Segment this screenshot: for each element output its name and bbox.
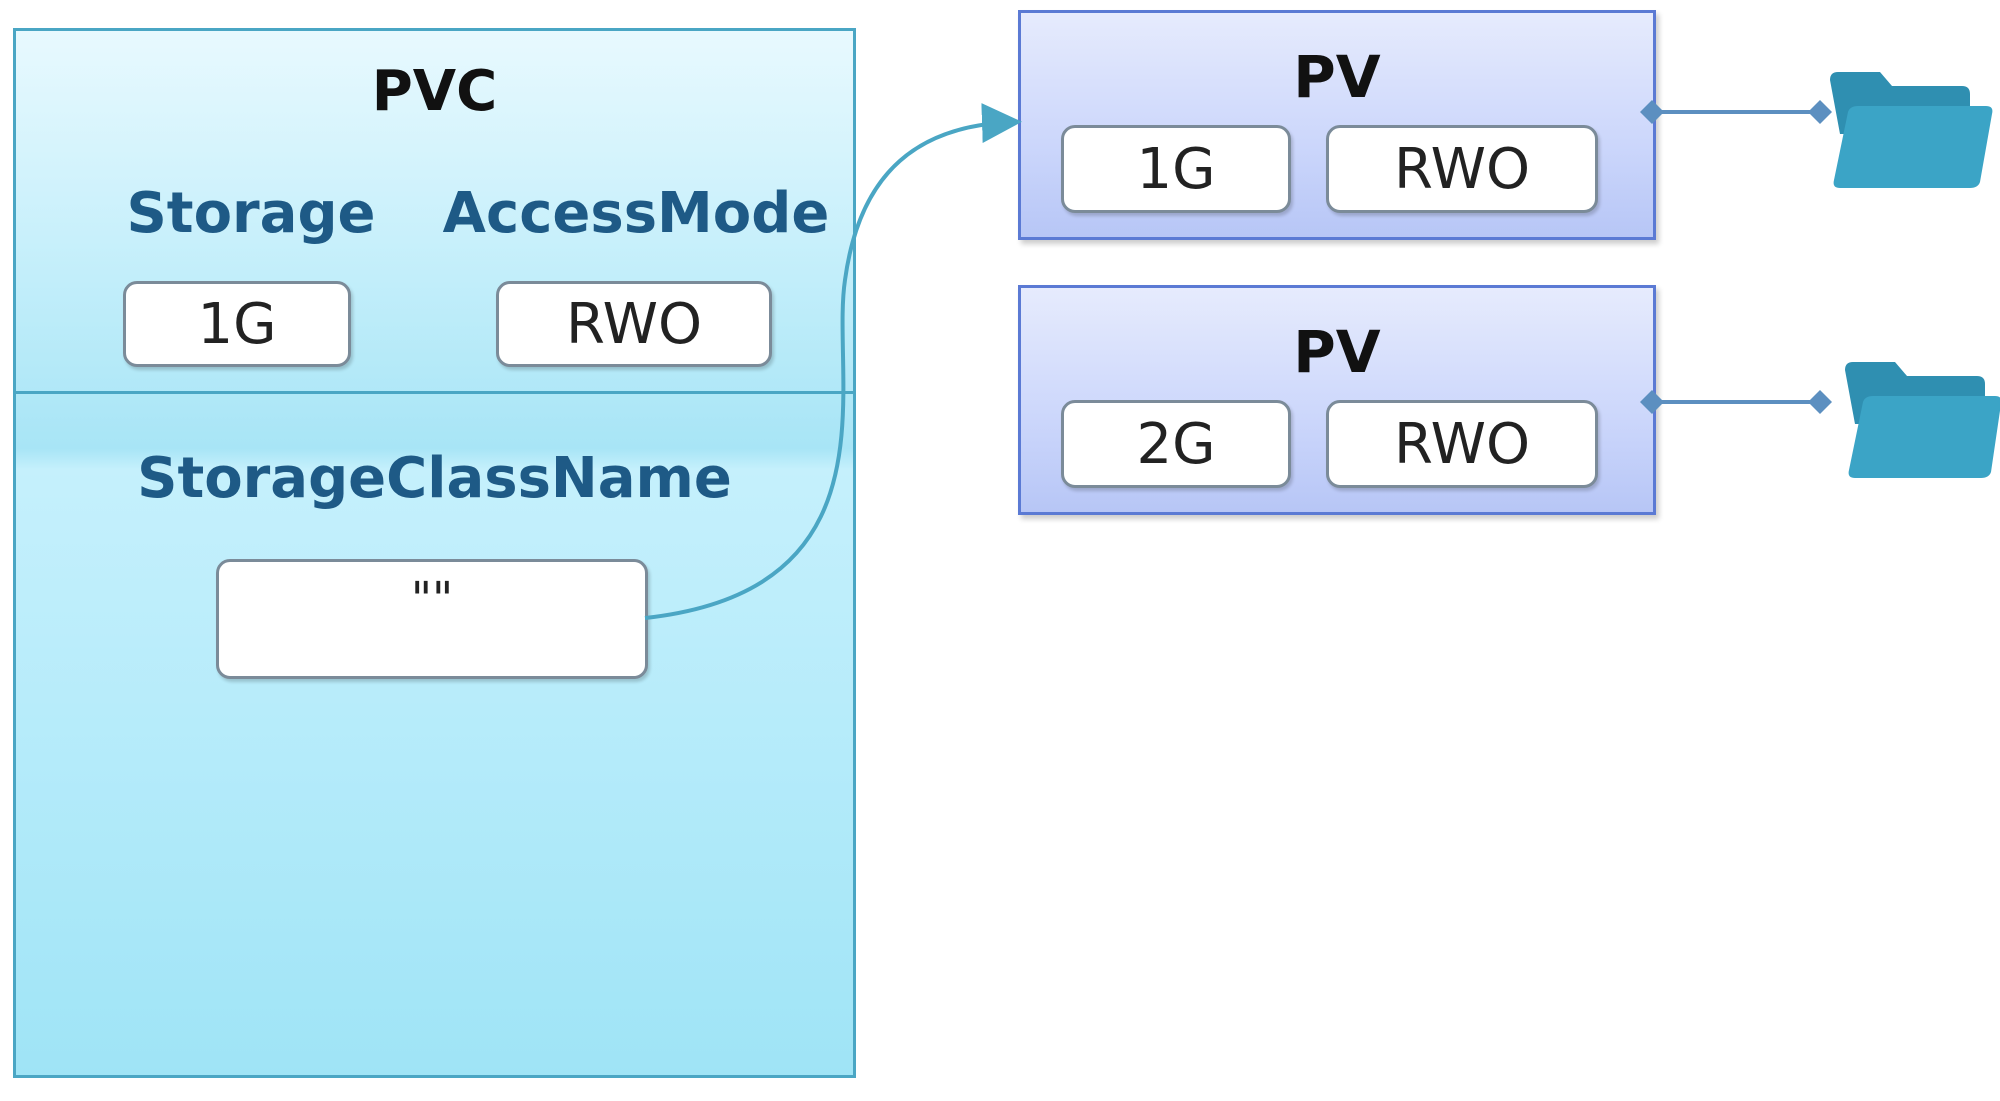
pvc-divider xyxy=(16,391,853,394)
storage-class-label: StorageClassName xyxy=(137,446,732,511)
pv-title: PV xyxy=(1293,43,1381,111)
pv-box: PV 2G RWO xyxy=(1018,285,1656,515)
access-mode-label: AccessMode xyxy=(442,181,830,246)
pvc-storage-value: 1G xyxy=(123,281,351,367)
pv-volume-connector xyxy=(1640,390,1832,414)
pv-volume-connector xyxy=(1640,100,1832,124)
folder-icon xyxy=(1845,362,2000,478)
pv-storage-value: 2G xyxy=(1061,400,1291,488)
storage-class-value: "" xyxy=(216,559,648,679)
pvc-access-mode-value: RWO xyxy=(496,281,772,367)
storage-label: Storage xyxy=(126,181,376,246)
pvc-box: PVC Storage AccessMode 1G RWO StorageCla… xyxy=(13,28,856,1078)
binding-arrow xyxy=(644,103,1022,620)
pv-title: PV xyxy=(1293,318,1381,386)
pv-access-mode-value: RWO xyxy=(1326,400,1598,488)
pv-storage-value: 1G xyxy=(1061,125,1291,213)
pv-access-mode-value: RWO xyxy=(1326,125,1598,213)
pvc-title: PVC xyxy=(371,59,498,124)
folder-icon xyxy=(1830,72,1993,188)
pv-box: PV 1G RWO xyxy=(1018,10,1656,240)
